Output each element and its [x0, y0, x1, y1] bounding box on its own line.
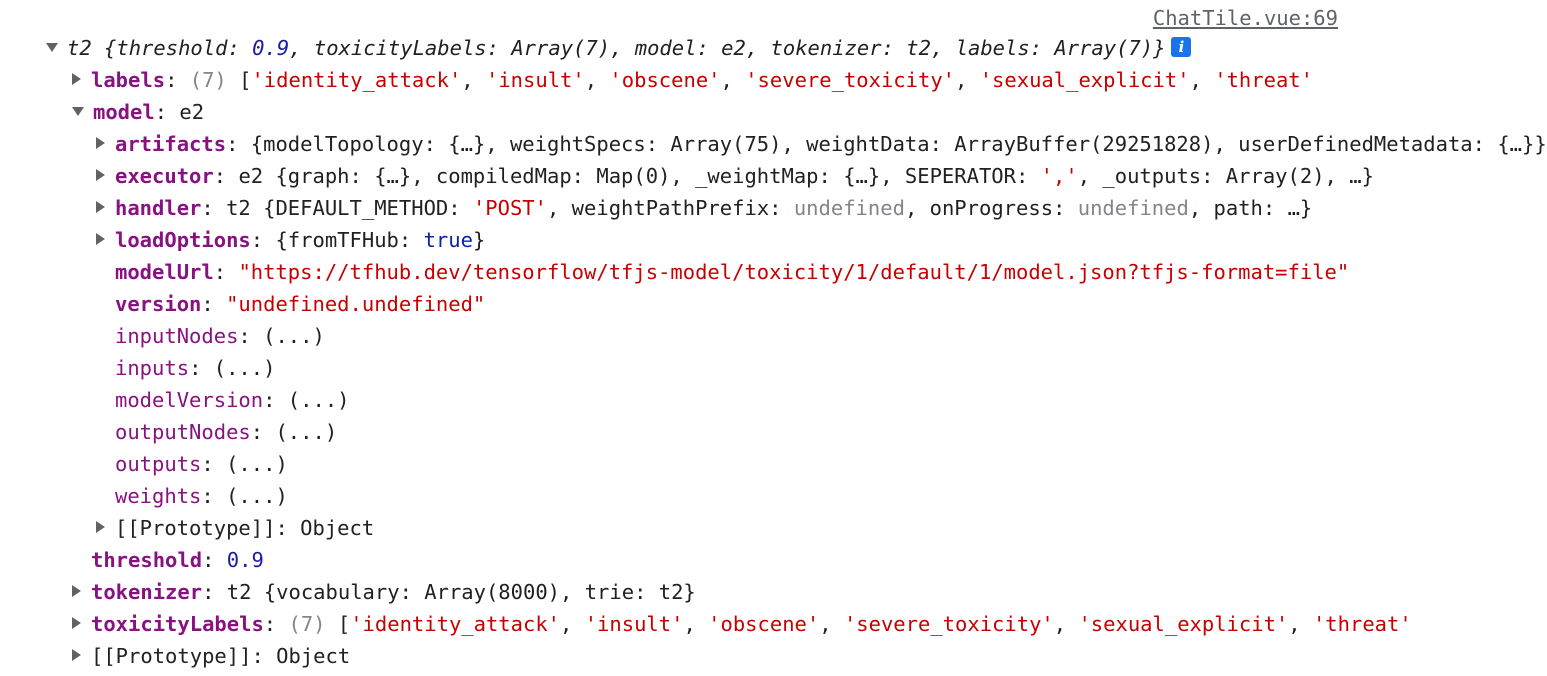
- property-key: [[Prototype]]: [115, 516, 276, 540]
- triangle-right-icon[interactable]: [96, 169, 105, 181]
- source-link[interactable]: ChatTile.vue:69: [1152, 6, 1338, 30]
- property-row-handler[interactable]: handler: t2 {DEFAULT_METHOD: 'POST', wei…: [96, 192, 1352, 224]
- triangle-right-icon[interactable]: [96, 521, 105, 533]
- property-key: inputNodes: [115, 324, 239, 348]
- separator-value: ',': [1040, 164, 1078, 188]
- array-item: 'identity_attack': [350, 612, 561, 636]
- property-value: e2 {graph: {…}, compiledMap: Map(0), _we…: [238, 164, 1041, 188]
- array-item: 'obscene': [609, 68, 721, 92]
- array-count: (7): [189, 68, 227, 92]
- property-value: "undefined.undefined": [226, 292, 486, 316]
- triangle-right-icon[interactable]: [72, 585, 81, 597]
- property-row-modelurl: modelUrl: "https://tfhub.dev/tensorflow/…: [115, 260, 1350, 284]
- root-summary-rest: , toxicityLabels: Array(7), model: e2, t…: [289, 36, 1166, 60]
- root-summary-threshold: 0.9: [252, 36, 290, 60]
- triangle-right-icon[interactable]: [72, 649, 81, 661]
- property-row-threshold: threshold: 0.9: [91, 548, 264, 572]
- getter-row-outputnodes[interactable]: outputNodes: (...): [115, 420, 338, 444]
- property-key: outputNodes: [115, 420, 251, 444]
- property-value: t2 {vocabulary: Array(8000), trie: t2}: [226, 580, 696, 604]
- triangle-down-icon[interactable]: [72, 106, 84, 116]
- property-key: modelVersion: [115, 388, 264, 412]
- method-value: 'POST': [472, 196, 547, 220]
- property-value: e2: [179, 100, 205, 124]
- property-value-part: , onProgress:: [904, 196, 1078, 220]
- getter-value[interactable]: (...): [287, 388, 350, 412]
- property-row-tokenizer[interactable]: tokenizer: t2 {vocabulary: Array(8000), …: [72, 576, 1352, 608]
- property-row-prototype[interactable]: [[Prototype]]: Object: [72, 640, 1352, 672]
- boolean-value: true: [423, 228, 473, 252]
- property-value-rest: , _outputs: Array(2), …}: [1077, 164, 1374, 188]
- getter-row-outputs[interactable]: outputs: (...): [115, 452, 288, 476]
- undefined-value: undefined: [793, 196, 905, 220]
- property-key: labels: [91, 68, 166, 92]
- array-item: 'threat': [1214, 68, 1313, 92]
- property-row-loadoptions[interactable]: loadOptions: {fromTFHub: true}: [96, 224, 1352, 256]
- property-key: outputs: [115, 452, 202, 476]
- array-count: (7): [288, 612, 326, 636]
- property-value-part: , weightPathPrefix:: [547, 196, 794, 220]
- property-row-toxicitylabels[interactable]: toxicityLabels: (7) ['identity_attack', …: [72, 608, 1412, 640]
- root-name: t2: [67, 36, 92, 60]
- property-key: weights: [115, 484, 202, 508]
- property-row-model[interactable]: model: e2: [72, 96, 1352, 128]
- triangle-right-icon[interactable]: [72, 617, 81, 629]
- array-item: 'insult': [485, 68, 585, 92]
- array-item: 'threat': [1312, 612, 1412, 636]
- property-value-rest: , path: …}: [1188, 196, 1313, 220]
- getter-value[interactable]: (...): [275, 420, 338, 444]
- property-value: {fromTFHub:: [275, 228, 424, 252]
- property-value: "https://tfhub.dev/tensorflow/tfjs-model…: [238, 260, 1350, 284]
- info-icon[interactable]: i: [1171, 37, 1192, 57]
- property-row-version: version: "undefined.undefined": [115, 292, 486, 316]
- array-item: 'obscene': [708, 612, 820, 636]
- property-key: version: [115, 292, 202, 316]
- property-row-model-prototype[interactable]: [[Prototype]]: Object: [96, 512, 1352, 544]
- root-object-row[interactable]: t2 {threshold: 0.9, toxicityLabels: Arra…: [46, 32, 1352, 64]
- array-item: 'identity_attack': [251, 68, 462, 92]
- undefined-value: undefined: [1077, 196, 1189, 220]
- property-row-artifacts[interactable]: artifacts: {modelTopology: {…}, weightSp…: [96, 128, 1547, 160]
- property-key: handler: [115, 196, 202, 220]
- triangle-right-icon[interactable]: [96, 137, 105, 149]
- property-key: artifacts: [115, 132, 227, 156]
- array-item: 'insult': [584, 612, 684, 636]
- property-key: modelUrl: [115, 260, 214, 284]
- array-item: 'sexual_explicit': [979, 68, 1190, 92]
- root-summary-prefix: {threshold:: [91, 36, 253, 60]
- array-item: 'severe_toxicity': [843, 612, 1054, 636]
- getter-value[interactable]: (...): [226, 484, 288, 508]
- property-key: loadOptions: [115, 228, 251, 252]
- array-item: 'sexual_explicit': [1078, 612, 1289, 636]
- getter-row-inputnodes[interactable]: inputNodes: (...): [115, 324, 325, 348]
- property-key: inputs: [115, 356, 190, 380]
- property-key: [[Prototype]]: [91, 644, 252, 668]
- property-row-labels[interactable]: labels: (7) ['identity_attack', 'insult'…: [72, 64, 1352, 96]
- getter-row-weights[interactable]: weights: (...): [115, 484, 288, 508]
- property-key: toxicityLabels: [91, 612, 264, 636]
- getter-value[interactable]: (...): [226, 452, 288, 476]
- property-value: Object: [300, 516, 375, 540]
- triangle-down-icon[interactable]: [46, 42, 58, 52]
- property-key: tokenizer: [91, 580, 203, 604]
- property-row-executor[interactable]: executor: e2 {graph: {…}, compiledMap: M…: [96, 160, 1374, 192]
- triangle-right-icon[interactable]: [72, 73, 81, 85]
- getter-row-inputs[interactable]: inputs: (...): [115, 356, 276, 380]
- getter-value[interactable]: (...): [213, 356, 276, 380]
- getter-value[interactable]: (...): [263, 324, 325, 348]
- property-key: threshold: [91, 548, 203, 572]
- array-item: 'severe_toxicity': [745, 68, 956, 92]
- property-value: Object: [276, 644, 351, 668]
- property-value: {modelTopology: {…}, weightSpecs: Array(…: [250, 132, 1547, 156]
- property-value: t2 {DEFAULT_METHOD:: [226, 196, 473, 220]
- property-value-rest: }: [472, 228, 486, 252]
- property-key: model: [93, 100, 155, 124]
- triangle-right-icon[interactable]: [96, 201, 105, 213]
- property-key: executor: [115, 164, 214, 188]
- property-value: 0.9: [226, 548, 264, 572]
- triangle-right-icon[interactable]: [96, 233, 105, 245]
- getter-row-modelversion[interactable]: modelVersion: (...): [115, 388, 350, 412]
